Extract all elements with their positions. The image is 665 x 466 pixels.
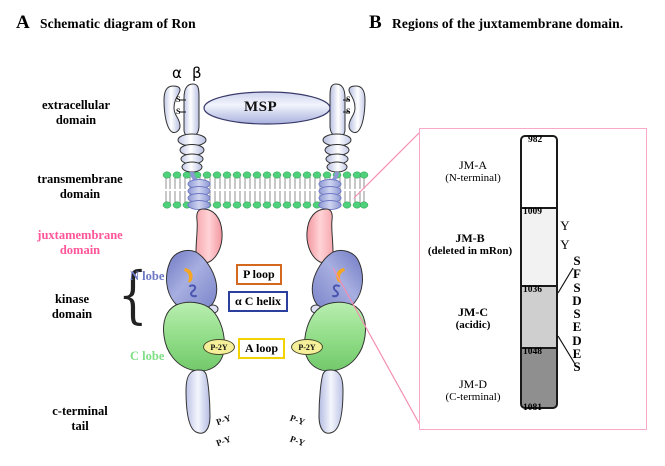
disulfide-label-left-2: S <box>176 107 181 116</box>
label-line1: extracellular <box>41 98 111 112</box>
acidic-residue: S <box>573 359 581 374</box>
label-kinase-domain: kinase domain <box>24 292 120 322</box>
tyrosine-1: Y <box>560 218 570 233</box>
panel-b-connector-lines <box>332 131 421 426</box>
label-juxtamembrane-domain: juxtamembrane domain <box>6 228 154 258</box>
boundary-number-1081: 1081 <box>523 403 542 413</box>
label-line2: tail <box>71 418 89 433</box>
panel-a-letter: A <box>16 12 30 33</box>
panel-b-letter: B <box>369 12 382 33</box>
label-c-lobe: C lobe <box>130 349 165 363</box>
label-extracellular-domain: extracellular domain <box>6 98 146 128</box>
region-name: JM-C <box>458 305 488 319</box>
label-line1: c-terminal <box>52 404 108 418</box>
acidic-residue: E <box>572 319 582 335</box>
region-label-jm-d: JM-D (C-terminal) <box>428 377 518 405</box>
msp-label: MSP <box>244 99 278 115</box>
label-line2: domain <box>55 112 97 127</box>
region-sub: (C-terminal) <box>445 391 501 404</box>
label-line2: domain <box>59 242 101 257</box>
label-line2: domain <box>51 306 93 321</box>
jm-domain-bar <box>520 135 576 409</box>
label-line2: domain <box>59 186 101 201</box>
region-name: JM-D <box>458 377 487 391</box>
acidic-residue: S <box>573 279 581 295</box>
disulfide-label-left-1: S <box>176 95 181 104</box>
kinase-domain-brace: { <box>118 258 148 331</box>
region-label-jm-b: JM-B (deleted in mRon) <box>420 231 520 259</box>
acidic-residue: E <box>572 345 582 361</box>
region-sub: (N-terminal) <box>445 172 501 185</box>
boundary-number-1036: 1036 <box>523 285 542 295</box>
region-label-jm-a: JM-A (N-terminal) <box>428 158 518 186</box>
phospho-site-right: P-2Y <box>291 339 323 355</box>
panel-b-title: Regions of the juxtamembrane domain. <box>392 16 624 31</box>
msp-ligand-shape <box>203 91 331 125</box>
boundary-number-1009: 1009 <box>523 207 542 217</box>
label-n-lobe: N lobe <box>130 269 165 283</box>
disulfide-label-right-1: S <box>346 95 351 104</box>
region-name: JM-B <box>455 231 485 245</box>
legend-p-loop: P loop <box>236 264 282 285</box>
region-name: JM-A <box>458 158 487 172</box>
tyrosine-2: Y <box>560 237 570 252</box>
label-line1: juxtamembrane <box>37 228 123 242</box>
receptor-monomer-left <box>163 83 225 434</box>
beta-chain-label: β <box>192 64 202 82</box>
legend-a-loop: A loop <box>238 338 286 359</box>
boundary-number-982: 982 <box>528 135 543 145</box>
legend-ac-helix: α C helix <box>228 291 289 312</box>
label-transmembrane-domain: transmembrane domain <box>6 172 154 202</box>
acidic-sequence: S F S D S E D E S <box>570 253 584 374</box>
acidic-residue: D <box>572 332 582 348</box>
region-label-jm-c: JM-C (acidic) <box>428 305 518 333</box>
phospho-site-left: P-2Y <box>203 339 235 355</box>
label-line1: transmembrane <box>37 172 123 186</box>
label-line1: kinase <box>54 292 90 306</box>
region-sub: (deleted in mRon) <box>427 245 513 258</box>
disulfide-label-right-2: S <box>346 107 351 116</box>
lipid-bilayer <box>162 171 369 209</box>
region-sub: (acidic) <box>455 319 491 332</box>
alpha-chain-label: α <box>172 64 182 82</box>
acidic-residue: D <box>572 292 582 308</box>
acidic-residue: S <box>573 306 581 321</box>
receptor-monomer-right <box>304 83 366 434</box>
label-cterminal-tail: c-terminal tail <box>6 404 154 434</box>
panel-a-title: Schematic diagram of Ron <box>40 16 196 31</box>
boundary-number-1048: 1048 <box>523 347 542 357</box>
acidic-residue: S <box>573 253 581 268</box>
acidic-residue: F <box>573 266 581 282</box>
